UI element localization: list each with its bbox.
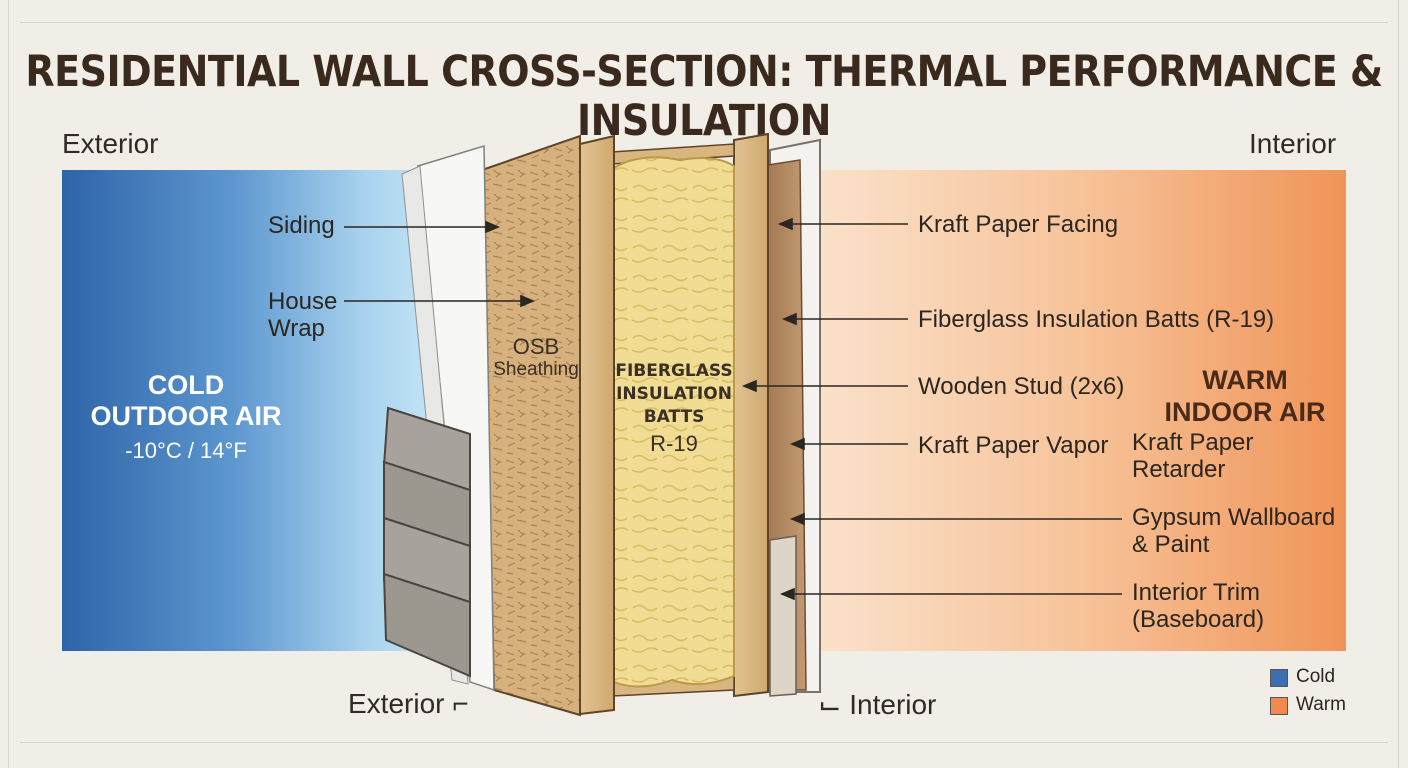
interior-stud	[733, 132, 769, 698]
callout-retarder: Kraft Paper Retarder	[1132, 429, 1253, 483]
frame-line-right	[1398, 0, 1399, 768]
insulation-label-line3: BATTS	[643, 407, 705, 427]
osb-label-line1: OSB	[512, 334, 560, 359]
siding-boards	[382, 406, 471, 678]
cold-label-line2: OUTDOOR AIR	[90, 401, 282, 431]
exterior-label-bottom: Exterior ⌐	[348, 688, 469, 719]
interior-label-bottom: ⌙ Interior	[818, 689, 937, 720]
warm-label: WARM INDOOR AIR	[1160, 364, 1330, 428]
warm-label-line2: INDOOR AIR	[1164, 397, 1326, 427]
frame-line-top	[20, 22, 1388, 23]
callout-stud: Wooden Stud (2x6)	[918, 373, 1125, 400]
callout-house-wrap-line2: Wrap	[268, 315, 325, 342]
osb-label-line2: Sheathing	[493, 359, 579, 380]
legend-cold-label: Cold	[1296, 666, 1336, 687]
osb-sheathing	[480, 134, 581, 717]
callout-gypsum-line1: Gypsum Wallboard	[1132, 504, 1336, 531]
frame-line-left	[8, 0, 9, 768]
page-title: RESIDENTIAL WALL CROSS-SECTION: THERMAL …	[25, 46, 1383, 146]
insulation-label-line1: FIBERGLASS	[615, 361, 733, 381]
legend-warm-swatch	[1270, 697, 1288, 715]
warm-zone	[808, 170, 1346, 651]
callout-house-wrap: House Wrap	[268, 288, 337, 342]
callout-gypsum-line2: & Paint	[1132, 531, 1210, 558]
callout-retarder-line1: Kraft Paper	[1132, 429, 1254, 456]
callout-trim-line1: Interior Trim	[1132, 579, 1261, 606]
fiberglass-batt	[613, 156, 735, 688]
insulation-label-line4: R-19	[650, 431, 698, 456]
exterior-stud	[579, 134, 615, 716]
cold-zone	[62, 170, 442, 651]
warm-label-line1: WARM	[1202, 365, 1288, 395]
callout-trim: Interior Trim (Baseboard)	[1132, 579, 1264, 633]
insulation-label-line2: INSULATION	[616, 384, 732, 404]
legend-cold-swatch	[1270, 669, 1288, 687]
cold-temperature: -10°C / 14°F	[125, 438, 247, 463]
exterior-label-top: Exterior	[62, 128, 159, 159]
cold-label: COLD OUTDOOR AIR -10°C / 14°F	[62, 370, 310, 464]
callout-retarder-line2: Retarder	[1132, 456, 1226, 483]
callout-house-wrap-line1: House	[268, 288, 338, 315]
callout-siding: Siding	[268, 212, 335, 239]
interior-label-top: Interior	[1249, 128, 1337, 159]
callout-trim-line2: (Baseboard)	[1132, 606, 1265, 633]
callout-vapor: Kraft Paper Vapor	[918, 432, 1109, 459]
callout-fiberglass: Fiberglass Insulation Batts (R-19)	[918, 306, 1275, 333]
baseboard	[769, 535, 797, 697]
callout-gypsum: Gypsum Wallboard & Paint	[1132, 504, 1335, 558]
insulation-label: FIBERGLASS INSULATION BATTS R-19	[614, 360, 734, 459]
osb-label: OSB Sheathing	[490, 334, 582, 381]
frame-line-bottom	[20, 742, 1388, 743]
callout-kraft-facing: Kraft Paper Facing	[918, 211, 1119, 238]
legend-warm-label: Warm	[1296, 694, 1346, 715]
cold-label-line1: COLD	[147, 370, 225, 400]
